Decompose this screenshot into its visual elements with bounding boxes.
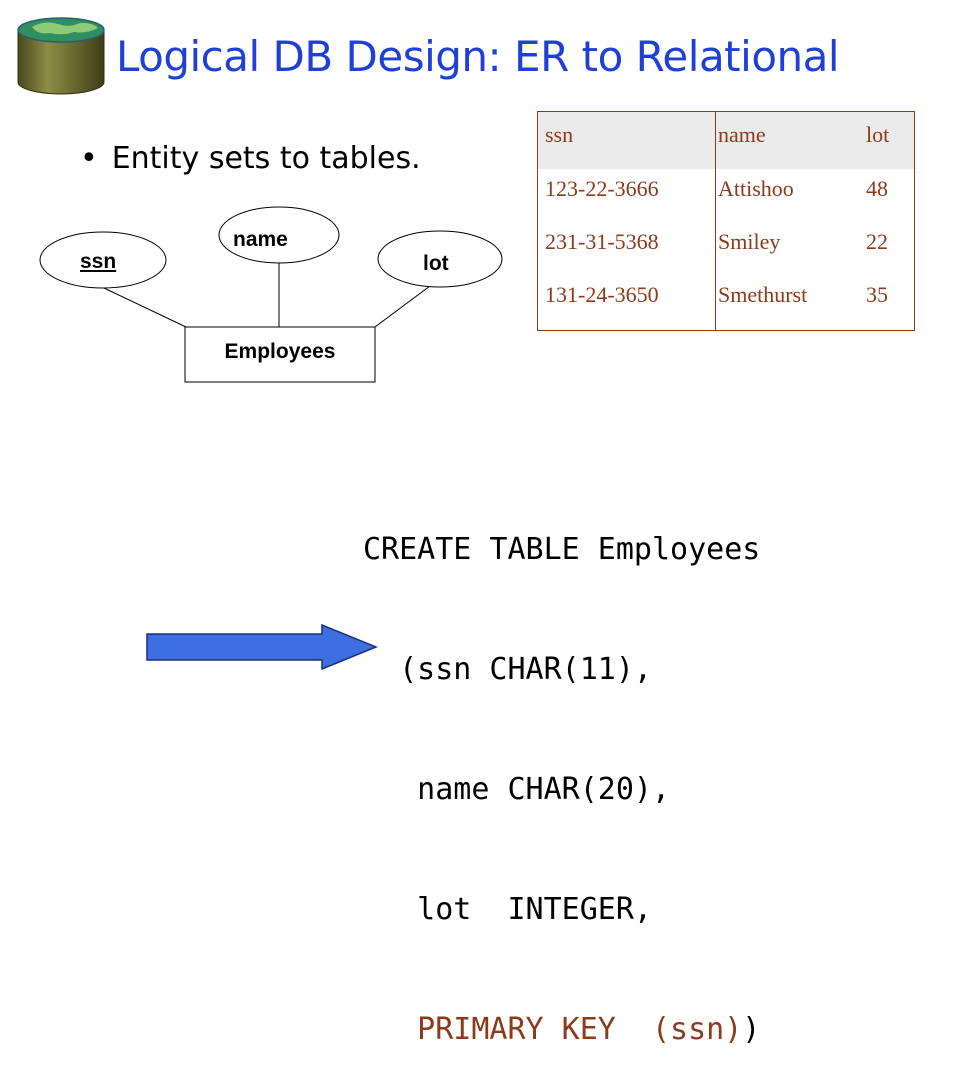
sql-line: name CHAR(20),	[363, 772, 671, 807]
sql-line-primary-key: PRIMARY KEY (ssn))	[363, 1010, 760, 1050]
cell-lot: 48	[866, 176, 888, 201]
bullet-text: Entity sets to tables.	[111, 141, 421, 176]
employees-table: ssn name lot 123-22-3666 Attishoo 48 231…	[537, 111, 915, 331]
sql-line: lot INTEGER,	[363, 892, 652, 927]
table-column-divider	[715, 112, 716, 330]
column-header-lot: lot	[866, 122, 890, 147]
primary-key-clause: PRIMARY KEY (ssn)	[363, 1012, 743, 1047]
attribute-name-label: name	[233, 228, 288, 251]
sql-create-statement: CREATE TABLE Employees (ssn CHAR(11), na…	[363, 450, 760, 1090]
table-header-background	[538, 112, 914, 169]
entity-label: Employees	[224, 340, 336, 363]
table-header-row: ssn name lot	[538, 122, 914, 152]
sql-line: (ssn CHAR(11),	[363, 652, 652, 687]
slide-title: Logical DB Design: ER to Relational	[116, 32, 840, 81]
cell-ssn: 131-24-3650	[545, 282, 659, 307]
ssn-connector	[103, 287, 187, 328]
closing-paren: )	[742, 1012, 761, 1047]
table-row: 231-31-5368 Smiley 22	[538, 229, 914, 259]
bullet-point: • Entity sets to tables.	[80, 141, 421, 176]
bullet-dot: •	[80, 141, 98, 176]
right-arrow-icon	[146, 624, 378, 670]
database-globe-icon	[17, 17, 105, 95]
cell-ssn: 231-31-5368	[545, 229, 659, 254]
cell-name: Attishoo	[718, 176, 794, 201]
cell-lot: 35	[866, 282, 888, 307]
table-row: 123-22-3666 Attishoo 48	[538, 176, 914, 206]
table-row: 131-24-3650 Smethurst 35	[538, 282, 914, 312]
sql-line: CREATE TABLE Employees	[363, 532, 761, 567]
column-header-name: name	[718, 122, 766, 147]
cell-lot: 22	[866, 229, 888, 254]
cell-name: Smiley	[718, 229, 781, 254]
lot-connector	[374, 285, 431, 328]
cell-name: Smethurst	[718, 282, 808, 307]
cell-ssn: 123-22-3666	[545, 176, 659, 201]
attribute-ssn-label: ssn	[80, 250, 117, 273]
attribute-lot-label: lot	[423, 252, 449, 275]
column-header-ssn: ssn	[545, 122, 574, 147]
